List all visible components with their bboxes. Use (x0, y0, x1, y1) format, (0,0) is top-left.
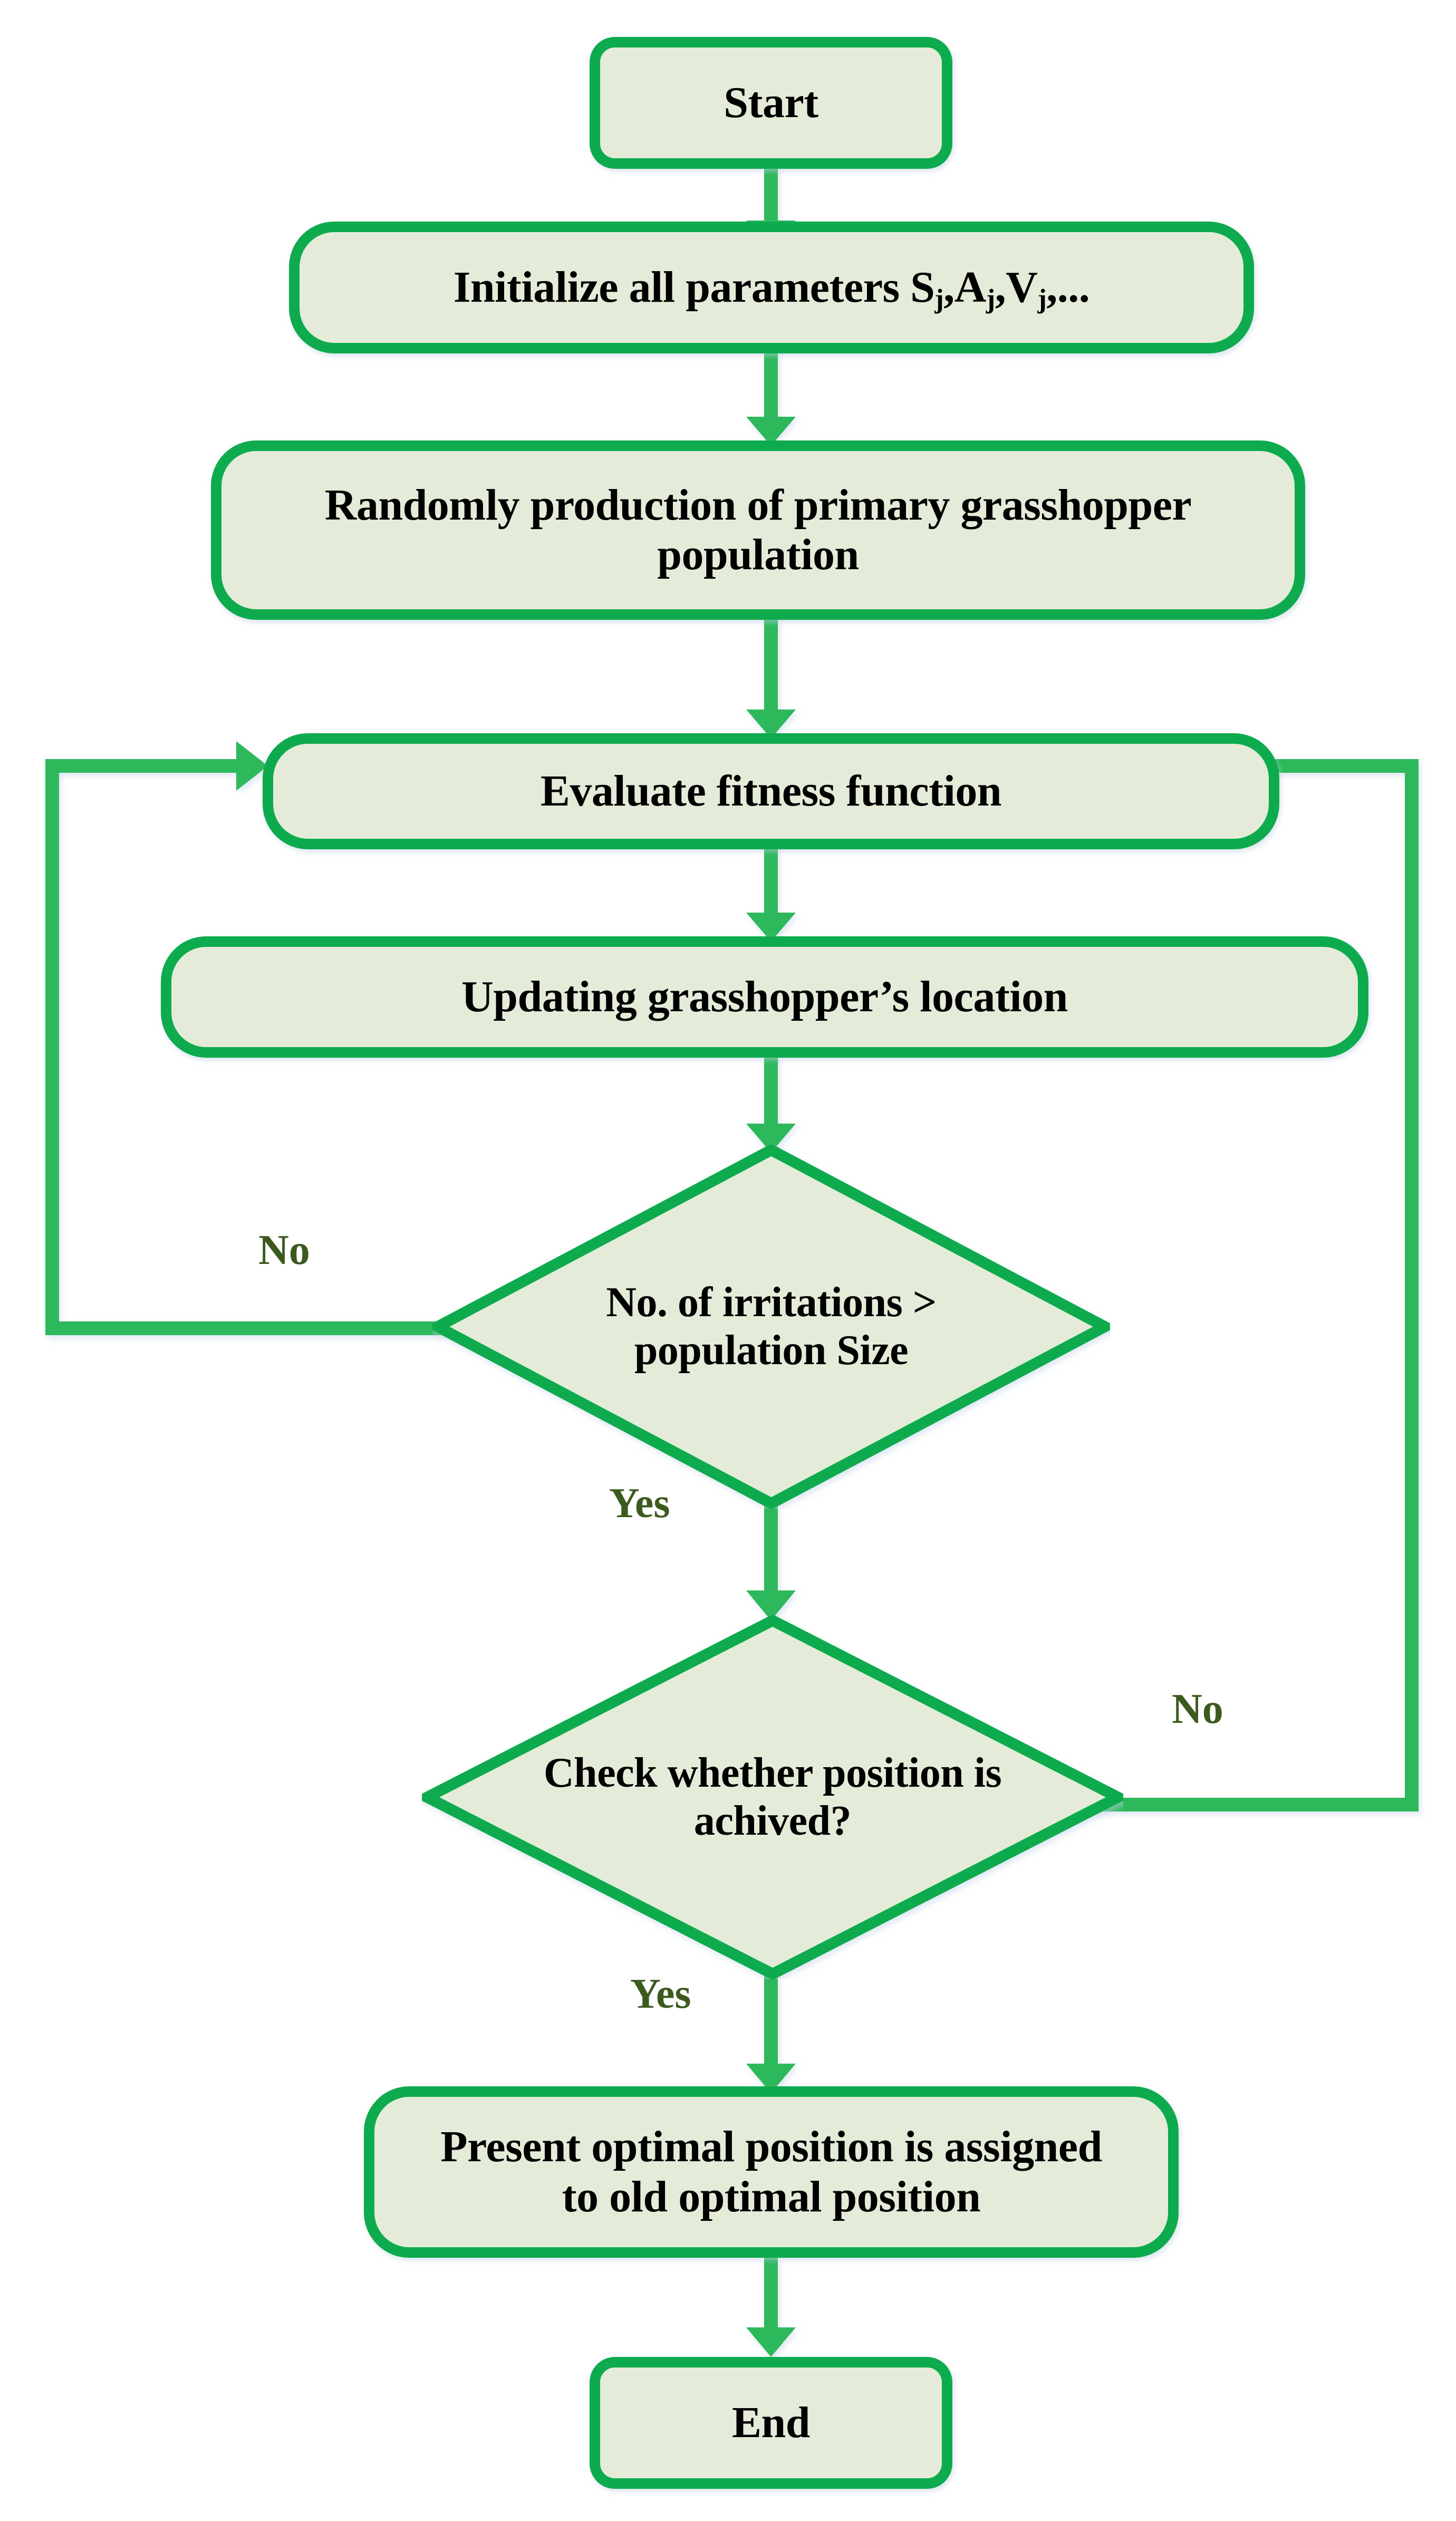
edge-decision2-no-loopback (1031, 741, 1419, 1811)
edge-label-decision2-no: No (1172, 1686, 1223, 1732)
node-initialize-parameters[interactable]: Initialize all parameters Sj,Aj,Vj,... (289, 222, 1254, 353)
edge-decision1-yes-to-decision2 (746, 1506, 796, 1621)
edge-label-decision1-yes: Yes (609, 1480, 670, 1527)
edge-label-decision1-no: No (258, 1227, 310, 1273)
node-end[interactable]: End (590, 2357, 952, 2489)
node-decision-irritations-label: No. of irritations >population Size (606, 1279, 937, 1374)
node-random-production[interactable]: Randomly production of primary grasshopp… (211, 440, 1305, 620)
node-initialize-parameters-label: Initialize all parameters Sj,Aj,Vj,... (453, 262, 1090, 314)
node-evaluate-fitness-label: Evaluate fitness function (540, 766, 1002, 816)
edge-decision1-no-loopback (45, 741, 446, 1335)
decision-irritations-shape (432, 1145, 1110, 1509)
edge-evaluate-to-update (746, 844, 796, 942)
decision-position-shape (422, 1615, 1123, 1979)
edge-assign-to-end (746, 2258, 796, 2357)
edge-init-to-random (746, 348, 796, 446)
node-start[interactable]: Start (590, 37, 952, 169)
node-end-label: End (732, 2398, 810, 2447)
node-start-label: Start (724, 78, 818, 127)
edge-update-to-decision1 (746, 1052, 796, 1153)
node-update-location[interactable]: Updating grasshopper’s location (161, 936, 1368, 1058)
node-random-production-label: Randomly production of primary grasshopp… (324, 480, 1192, 579)
node-evaluate-fitness[interactable]: Evaluate fitness function (263, 733, 1279, 849)
edge-label-decision2-yes: Yes (630, 1971, 691, 2017)
edge-decision2-yes-to-assign (746, 1976, 796, 2093)
node-decision-irritations[interactable]: No. of irritations >population Size (432, 1145, 1110, 1509)
node-update-location-label: Updating grasshopper’s location (461, 972, 1068, 1021)
edge-random-to-evaluate (746, 615, 796, 739)
